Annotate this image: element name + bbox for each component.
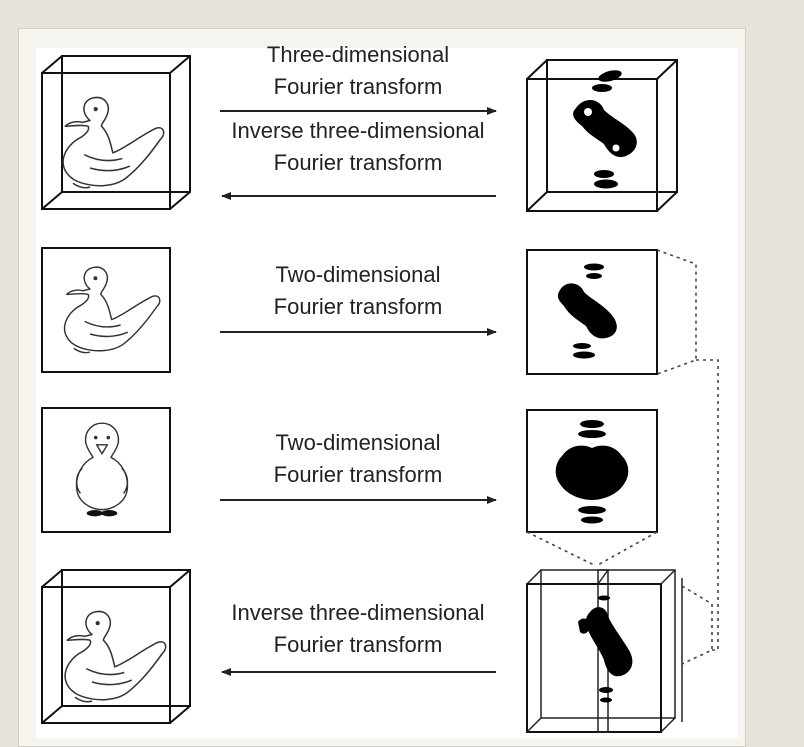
row3-label-1: Two-dimensional (275, 430, 440, 455)
projection-dotted-line (681, 585, 713, 665)
row1-inverse-label-1: Inverse three-dimensional (231, 118, 484, 143)
row1-source-cube (41, 55, 191, 210)
row1-forward-label-2: Fourier transform (274, 74, 443, 99)
projection-dotted-line (656, 249, 697, 375)
duck-front-image (75, 422, 129, 518)
row4-inverse-label-1: Inverse three-dimensional (231, 600, 484, 625)
duck-image (64, 610, 167, 703)
row4-inverse-label-2: Fourier transform (274, 632, 443, 657)
projection-dotted-line (526, 531, 597, 567)
row4-result-cube (41, 569, 191, 724)
duck-side-image (63, 266, 161, 354)
row2-source-square (41, 247, 171, 373)
row3-transform-square (526, 409, 658, 533)
row1-forward-label-1: Three-dimensional (267, 42, 449, 67)
row1-transform-cube (526, 59, 678, 212)
duck-image (62, 96, 165, 189)
row3-label-2: Fourier transform (274, 462, 443, 487)
figure-panel (36, 48, 738, 738)
row1-inverse-label-2: Fourier transform (274, 150, 443, 175)
projection-dotted-line (696, 359, 719, 651)
row2-label-2: Fourier transform (274, 294, 443, 319)
row2-label-1: Two-dimensional (275, 262, 440, 287)
row4-stacked-slices (526, 569, 683, 733)
row2-transform-square (526, 249, 658, 375)
row3-source-square (41, 407, 171, 533)
projection-dotted-line (595, 531, 658, 567)
